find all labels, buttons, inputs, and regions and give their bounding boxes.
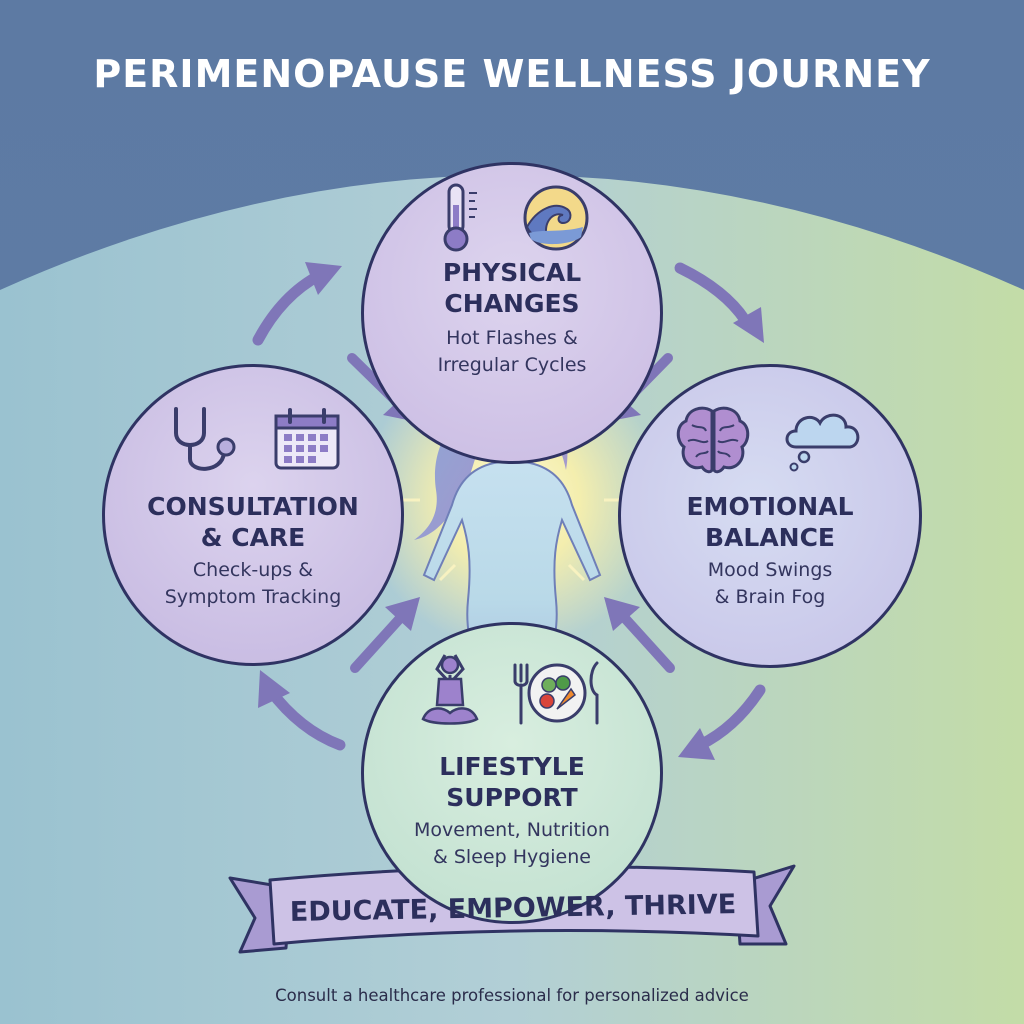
stage-emotional-balance: EMOTIONAL BALANCE Mood Swings & Brain Fo…	[618, 364, 922, 668]
thought-cloud-icon	[785, 413, 860, 472]
stage-desc-line: Hot Flashes &	[446, 327, 578, 349]
stage-physical-changes: PHYSICAL CHANGES Hot Flashes & Irregular…	[361, 162, 663, 464]
stage-desc-line: Movement, Nutrition	[414, 819, 610, 841]
stage-lifestyle-support: LIFESTYLE SUPPORT Movement, Nutrition & …	[361, 622, 663, 924]
wave-icon	[523, 185, 589, 251]
brain-icon	[676, 406, 750, 474]
stage-desc-line: & Sleep Hygiene	[433, 846, 591, 868]
stage-title-line: CHANGES	[444, 289, 580, 318]
plate-cutlery-icon	[513, 661, 599, 725]
page-title: PERIMENOPAUSE WELLNESS JOURNEY	[93, 52, 931, 96]
stage-desc-line: Irregular Cycles	[437, 354, 587, 376]
stage-title-line: & CARE	[200, 523, 306, 552]
stage-title-line: EMOTIONAL	[686, 492, 854, 521]
stage-desc-line: Symptom Tracking	[164, 586, 342, 608]
stage-title-line: BALANCE	[704, 523, 836, 552]
stage-desc-line: Check-ups &	[192, 559, 314, 581]
stage-consultation-care: CONSULTATION & CARE Check-ups & Symptom …	[102, 364, 404, 666]
calendar-icon	[274, 408, 340, 470]
stage-desc-line: & Brain Fog	[714, 586, 826, 608]
stage-title-line: CONSULTATION	[147, 492, 359, 521]
stage-title-line: PHYSICAL	[442, 258, 582, 287]
stage-desc-line: Mood Swings	[707, 559, 833, 581]
stage-title-line: LIFESTYLE	[439, 752, 585, 781]
footnote: Consult a healthcare professional for pe…	[275, 986, 749, 1005]
stage-title-line: SUPPORT	[446, 783, 578, 812]
stethoscope-icon	[173, 407, 236, 471]
thermometer-icon	[443, 183, 477, 252]
yoga-icon	[421, 654, 479, 725]
